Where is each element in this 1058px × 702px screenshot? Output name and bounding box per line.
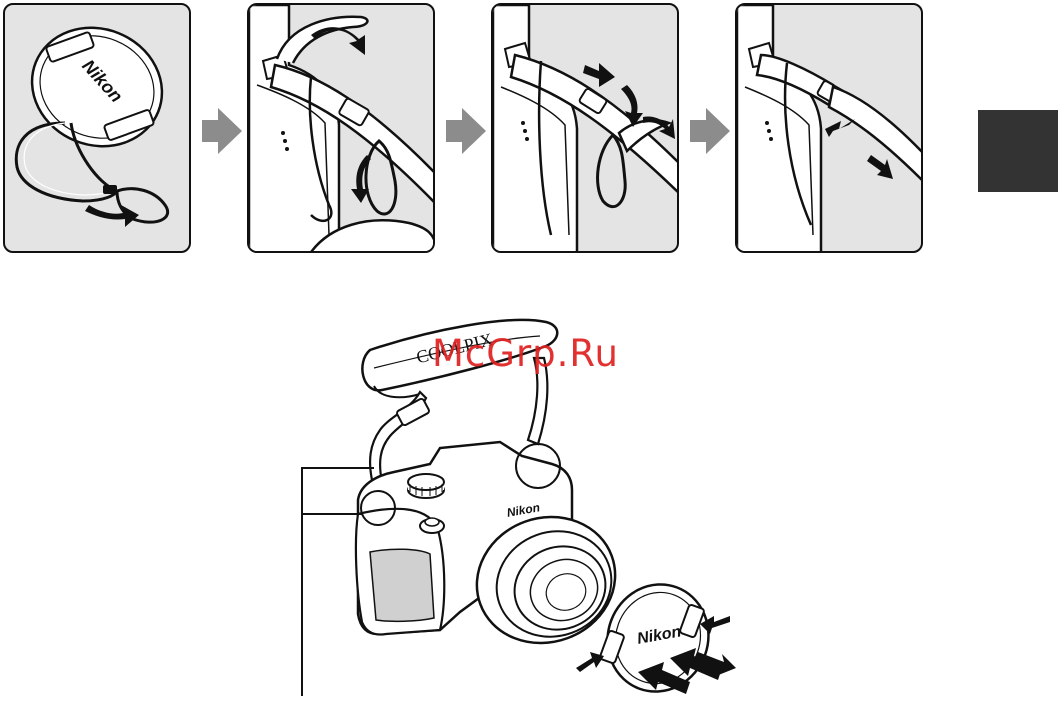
chapter-tab-marker (978, 110, 1058, 192)
watermark-text: McGrp.Ru (432, 332, 619, 375)
step-2-panel (247, 3, 435, 253)
motion-arrow-icon (583, 63, 615, 87)
cord-pull-through-illustration (493, 5, 679, 253)
motion-arrow-icon (867, 155, 893, 179)
pinch-arrow-icon (576, 652, 604, 672)
next-step-arrow-icon (202, 108, 242, 154)
motion-arrow-icon (825, 119, 855, 137)
strap-threading-illustration (249, 5, 435, 253)
step-1-panel: Nikon (3, 3, 191, 253)
next-step-arrow-icon (446, 108, 486, 154)
motion-arrow-icon (85, 205, 139, 227)
lens-cap-cord-illustration: Nikon (5, 5, 191, 253)
strap-tighten-illustration (737, 5, 923, 253)
step-3-panel (491, 3, 679, 253)
motion-arrow-icon (311, 27, 365, 55)
step-4-panel (735, 3, 923, 253)
next-step-arrow-icon (690, 108, 730, 154)
